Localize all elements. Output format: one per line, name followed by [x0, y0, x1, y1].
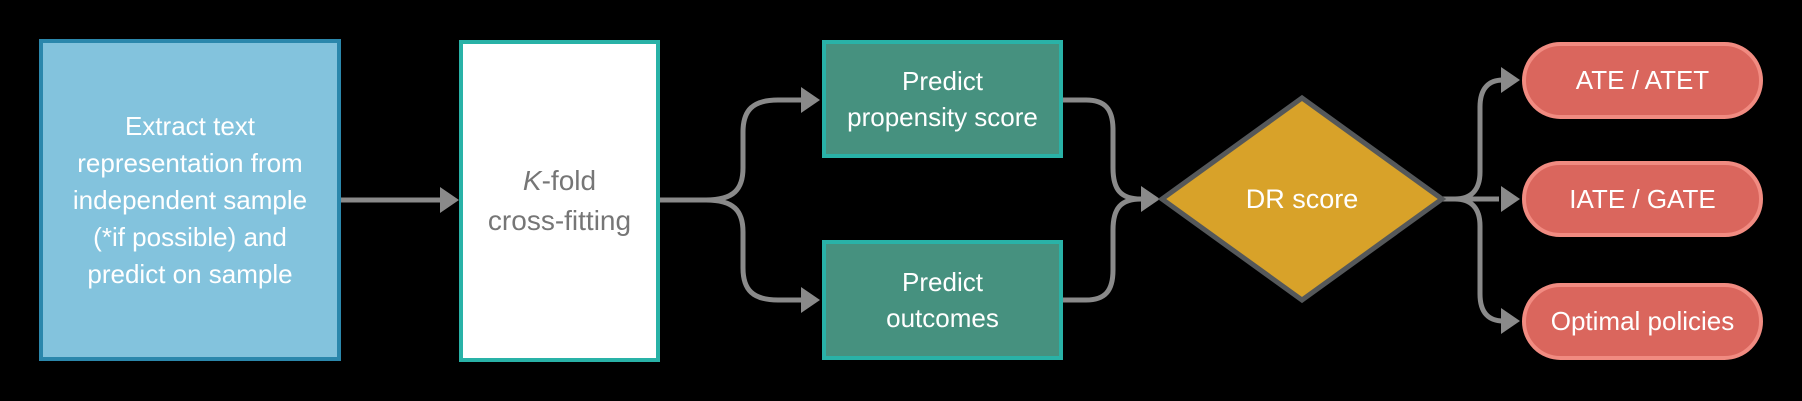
- node-extract-text: Extract text representation from indepen…: [39, 39, 341, 361]
- dr-score-diamond: [1157, 94, 1447, 304]
- node-predict-propensity-score: Predict propensity score: [822, 40, 1063, 158]
- connector-merge-top: [1063, 97, 1142, 202]
- connector-kfold-split-top: [660, 97, 801, 203]
- connector-merge-bottom: [1063, 196, 1142, 303]
- arrowhead-into-ate: [1501, 67, 1520, 93]
- kfold-line2: cross-fitting: [487, 205, 632, 236]
- node-optimal-policies: Optimal policies: [1522, 283, 1763, 360]
- connector-dr-split-bottom: [1454, 196, 1504, 324]
- arrowhead-into-propensity: [801, 87, 820, 113]
- kfold-k-suffix: -fold: [541, 165, 597, 196]
- kfold-line1: K-fold: [523, 161, 596, 201]
- node-predict-outcomes: Predict outcomes: [822, 240, 1063, 360]
- kfold-k-italic: K: [522, 165, 542, 196]
- node-dr-score-label: DR score: [1245, 183, 1359, 214]
- arrowhead-into-kfold: [440, 187, 459, 213]
- arrowhead-into-iate: [1501, 186, 1520, 212]
- node-ate-atet: ATE / ATET: [1522, 42, 1763, 119]
- node-iate-gate: IATE / GATE: [1522, 161, 1763, 237]
- connector-dr-split-top: [1454, 77, 1504, 202]
- connector-kfold-split-bottom: [705, 197, 801, 303]
- arrowhead-into-policies: [1501, 308, 1520, 334]
- arrowhead-into-outcomes: [801, 287, 820, 313]
- arrowhead-into-dr: [1141, 186, 1160, 212]
- node-kfold-cross-fitting: K-fold cross-fitting: [459, 40, 660, 362]
